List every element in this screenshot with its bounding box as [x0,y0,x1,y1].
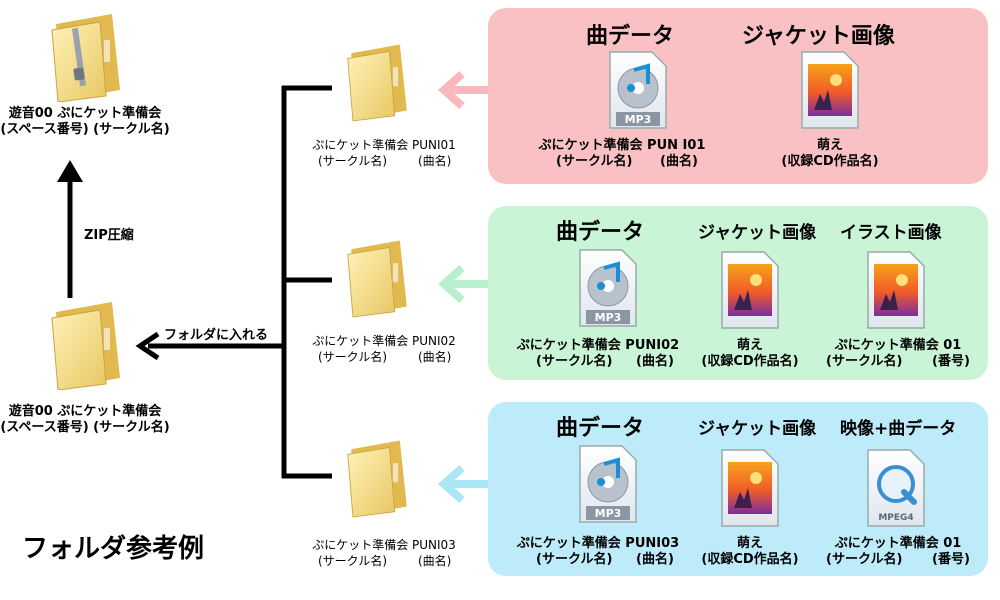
main-folder-line1: 遊音00 ぷにケット準備会 [8,404,162,419]
panel-3-header-1: 曲データ [556,416,645,441]
image-file-icon [866,250,926,330]
zip-label: ZIP圧縮 [84,228,134,243]
mp3-badge: MP3 [595,311,622,324]
image-file-icon [800,50,860,130]
panel-3-item-2-line1: 萌え [736,536,763,551]
panel-2-item-1-line2b: (曲名) [636,354,674,369]
panel-1-item-2-line1: 萌え [816,138,843,153]
arrow-pink [437,71,490,109]
panel-2-item-2-line2a: (収録CD作品名) [701,354,799,369]
panel-2-header-1: 曲データ [556,220,645,245]
panel-1-item-2-line2a: (収録CD作品名) [781,154,879,169]
panel-2-header-2: ジャケット画像 [698,223,817,243]
panel-2-item-3-line2b: (番号) [932,354,970,369]
folder-icon [346,436,412,518]
panel-3-item-2-line2a: (収録CD作品名) [701,552,799,567]
panel-3-item-1-line1: ぷにケット準備会 PUNI03 [516,536,680,551]
folder-icon [346,236,412,318]
panel-3-item-1-line2b: (曲名) [636,552,674,567]
panel-3-header-2: ジャケット画像 [698,419,817,439]
panel-3-item-3-line2a: (サークル名) [826,552,903,567]
folder-icon [346,40,412,122]
panel-3-item-3-line2b: (番号) [932,552,970,567]
panel-3-header-3: 映像+曲データ [840,419,957,439]
folder-2-line2b: (曲名) [418,350,452,364]
panel-2-item-1-line1: ぷにケット準備会 PUNI02 [516,338,680,353]
image-file-icon [720,250,780,330]
mp3-badge: MP3 [595,507,622,520]
mp3-file-icon: MP3 [608,50,668,130]
folder-3-line2a: (サークル名) [318,554,388,568]
arrow-green [437,265,490,303]
mp3-badge: MP3 [625,113,652,126]
panel-pink [488,8,988,184]
panel-2-item-3-line1: ぷにケット準備会 01 [834,338,962,353]
folder-2-line1: ぷにケット準備会 PUNI02 [312,334,456,348]
panel-3-item-3-line1: ぷにケット準備会 01 [834,536,962,551]
panel-1-item-1-line2a: (サークル名) [556,154,633,169]
panel-2-item-3-line2a: (サークル名) [826,354,903,369]
mp3-file-icon: MP3 [578,248,638,328]
folder-3-line2b: (曲名) [418,554,452,568]
put-in-label: フォルダに入れる [164,328,269,343]
folder-1-line2a: (サークル名) [318,154,388,168]
panel-2-item-1-line2a: (サークル名) [536,354,613,369]
panel-2-header-3: イラスト画像 [840,223,942,243]
video-file-icon: MPEG4 [866,448,926,528]
folder-1-line2b: (曲名) [418,154,452,168]
panel-1-header-1: 曲データ [586,24,675,49]
panel-2-item-2-line1: 萌え [736,338,763,353]
panel-3-item-1-line2a: (サークル名) [536,552,613,567]
panel-1-item-1-line2b: (曲名) [660,154,698,169]
folder-2-line2a: (サークル名) [318,350,388,364]
panel-1-item-1-line1: ぷにケット準備会 PUN I01 [538,138,706,153]
zip-folder-line1: 遊音00 ぷにケット準備会 [8,106,162,121]
mp3-file-icon: MP3 [578,444,638,524]
folder-3-line1: ぷにケット準備会 PUNI03 [312,538,456,552]
mpeg4-badge: MPEG4 [878,513,913,523]
main-folder-icon [50,298,126,390]
main-folder-line2: (スペース番号) (サークル名) [0,420,170,435]
arrow-blue [437,465,490,503]
panel-1-header-2: ジャケット画像 [742,24,895,49]
image-file-icon [720,448,780,528]
zip-folder-icon [50,10,126,102]
example-title: フォルダ参考例 [22,534,205,564]
folder-1-line1: ぷにケット準備会 PUNI01 [312,138,456,152]
zip-folder-line2: (スペース番号) (サークル名) [0,122,170,137]
